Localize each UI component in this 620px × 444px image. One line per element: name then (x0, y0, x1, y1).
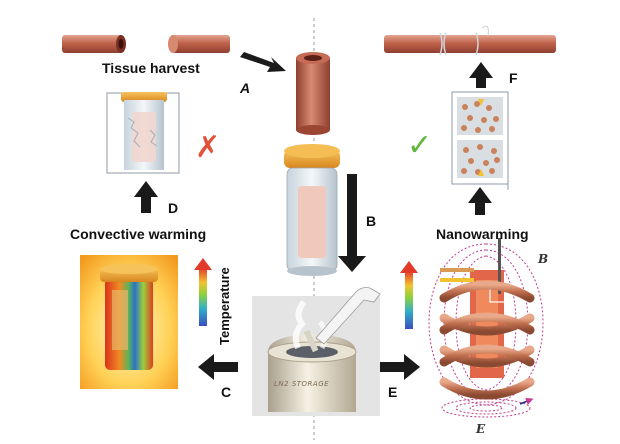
fail-cross-icon: ✗ (195, 130, 221, 165)
harvested-vessel-left (62, 35, 230, 53)
nanoparticle-panel (451, 91, 509, 190)
induction-coil (428, 238, 544, 418)
arrow-b (338, 174, 366, 272)
temperature-axis-label: Temperature (217, 267, 232, 345)
step-f-label: F (509, 70, 518, 86)
failed-warming-tube (106, 92, 180, 174)
temperature-scale-right (400, 261, 418, 329)
arrow-nanowarming-up (468, 187, 492, 215)
electric-field-label: E (476, 422, 486, 436)
arrow-a (240, 52, 286, 72)
step-e-label: E (388, 384, 398, 400)
reimplanted-vessel (384, 25, 556, 56)
success-check-icon: ✓ (407, 128, 433, 163)
arrow-d (134, 181, 158, 213)
vitrification-jar (284, 144, 340, 276)
step-c-label: C (221, 384, 232, 400)
arrow-c (198, 354, 238, 380)
arrow-f (469, 62, 493, 88)
ln2-storage-label: LN2 STORAGE (274, 380, 330, 388)
vessel-segment (296, 52, 330, 135)
step-a-label: A (240, 80, 251, 96)
magnetic-field-label: B (538, 252, 549, 266)
temperature-scale-left (194, 258, 212, 326)
tissue-harvest-label: Tissue harvest (102, 60, 200, 76)
convective-heat-map (80, 255, 178, 389)
nanowarming-label: Nanowarming (436, 226, 529, 242)
convective-warming-label: Convective warming (70, 226, 207, 242)
arrow-e (380, 354, 420, 380)
ln2-dewar (252, 287, 381, 416)
step-d-label: D (168, 200, 179, 216)
step-b-label: B (366, 213, 377, 229)
